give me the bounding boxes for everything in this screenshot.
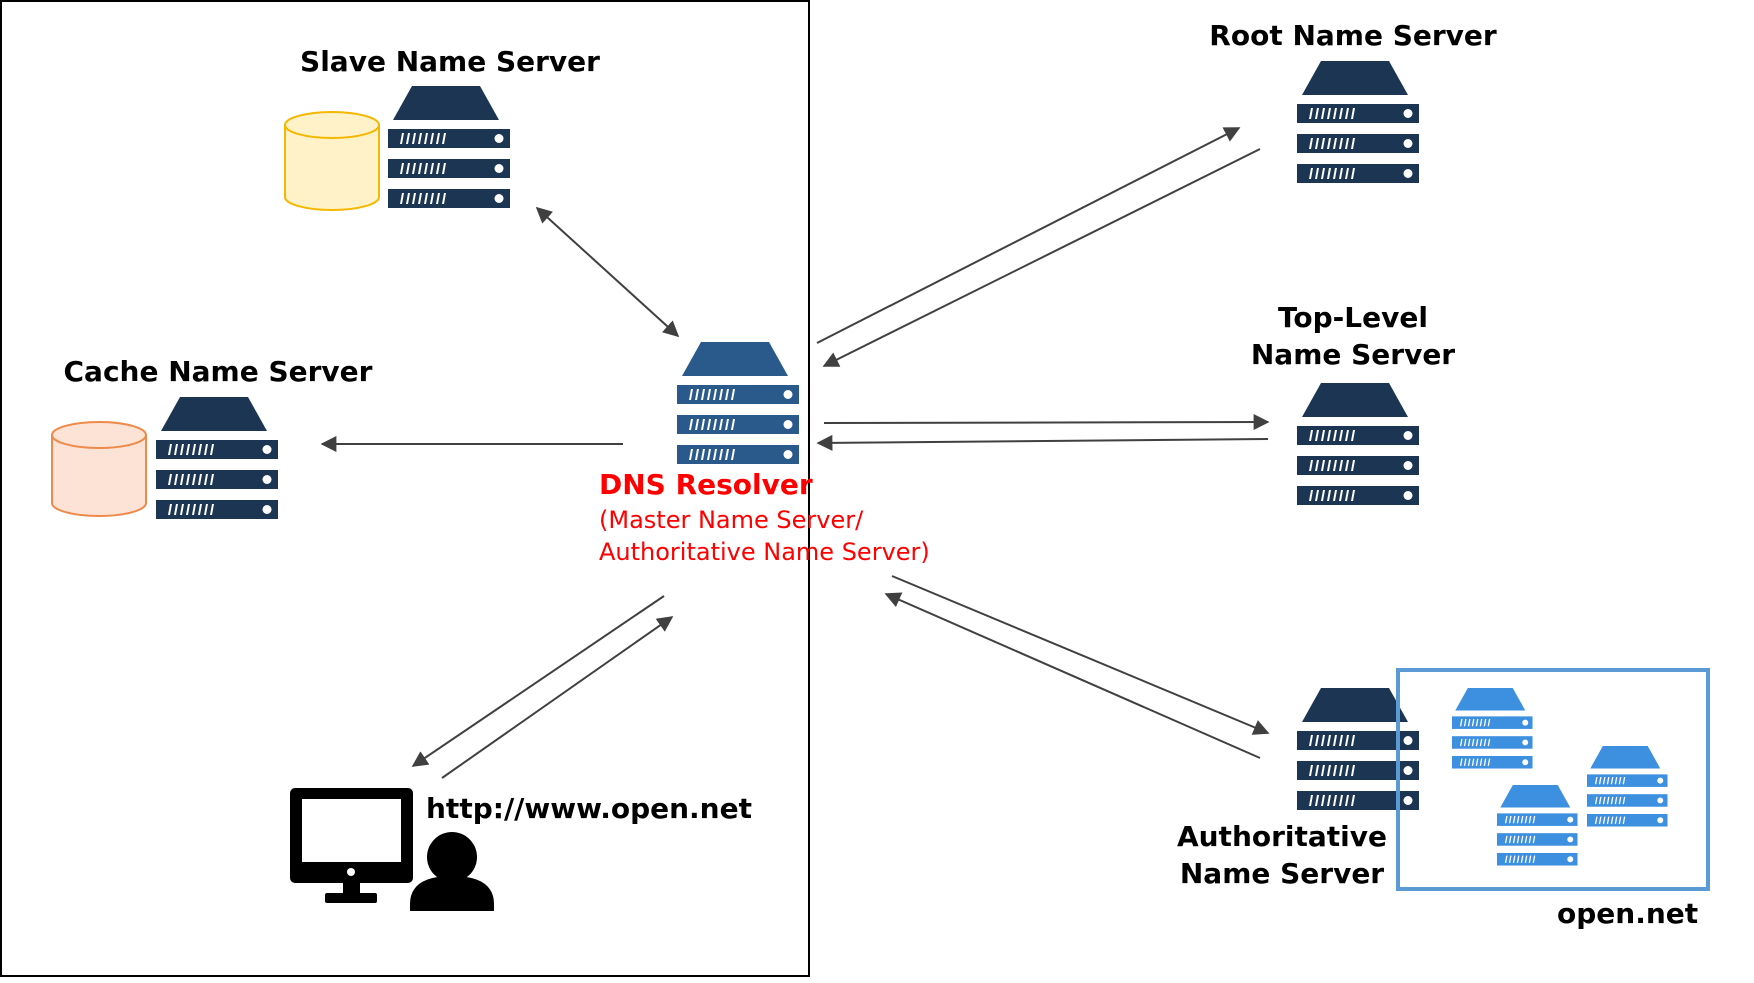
server-icon — [1297, 61, 1419, 183]
top-level-name-server-label: Name Server — [1250, 338, 1456, 371]
arrow-resolver-to-root — [816, 127, 1241, 344]
root-name-server-label: Root Name Server — [1209, 19, 1497, 52]
server-icon — [1587, 746, 1668, 827]
dns-resolver-subtitle: (Master Name Server/ — [599, 506, 864, 534]
server-icon — [156, 397, 278, 519]
server-icon — [1497, 785, 1578, 866]
arrow-resolver-to-auth — [891, 575, 1270, 735]
server-icon — [1452, 688, 1533, 769]
authoritative-label: Authoritative — [1176, 820, 1388, 853]
top-level-label: Top-Level — [1278, 301, 1428, 334]
authoritative-name-server-label: Name Server — [1179, 857, 1385, 890]
url-label: http://www.open.net — [426, 792, 752, 825]
user-icon — [410, 832, 494, 911]
database-icon — [51, 421, 147, 517]
server-icon — [1297, 383, 1419, 505]
slave-name-server-label: Slave Name Server — [300, 45, 600, 78]
arrow-resolver-to-tld — [823, 414, 1270, 431]
domain-boundary — [1396, 668, 1710, 891]
arrow-auth-to-resolver — [884, 592, 1261, 759]
arrow-slave-resolver — [535, 206, 680, 338]
server-icon — [1297, 688, 1419, 810]
arrow-client-to-resolver — [441, 616, 674, 779]
server-icon — [677, 342, 799, 464]
monitor-icon — [290, 788, 413, 903]
database-icon — [284, 111, 380, 211]
dns-resolver-subtitle: Authoritative Name Server) — [599, 538, 930, 566]
dns-resolver-label: DNS Resolver — [599, 468, 813, 501]
arrow-resolver-to-client — [411, 595, 665, 767]
server-icon — [388, 86, 510, 208]
domain-label: open.net — [1557, 897, 1699, 930]
local-network-boundary — [0, 0, 810, 977]
cache-name-server-label: Cache Name Server — [63, 355, 373, 388]
arrow-root-to-resolver — [822, 148, 1261, 367]
arrow-tld-to-resolver — [816, 434, 1269, 451]
